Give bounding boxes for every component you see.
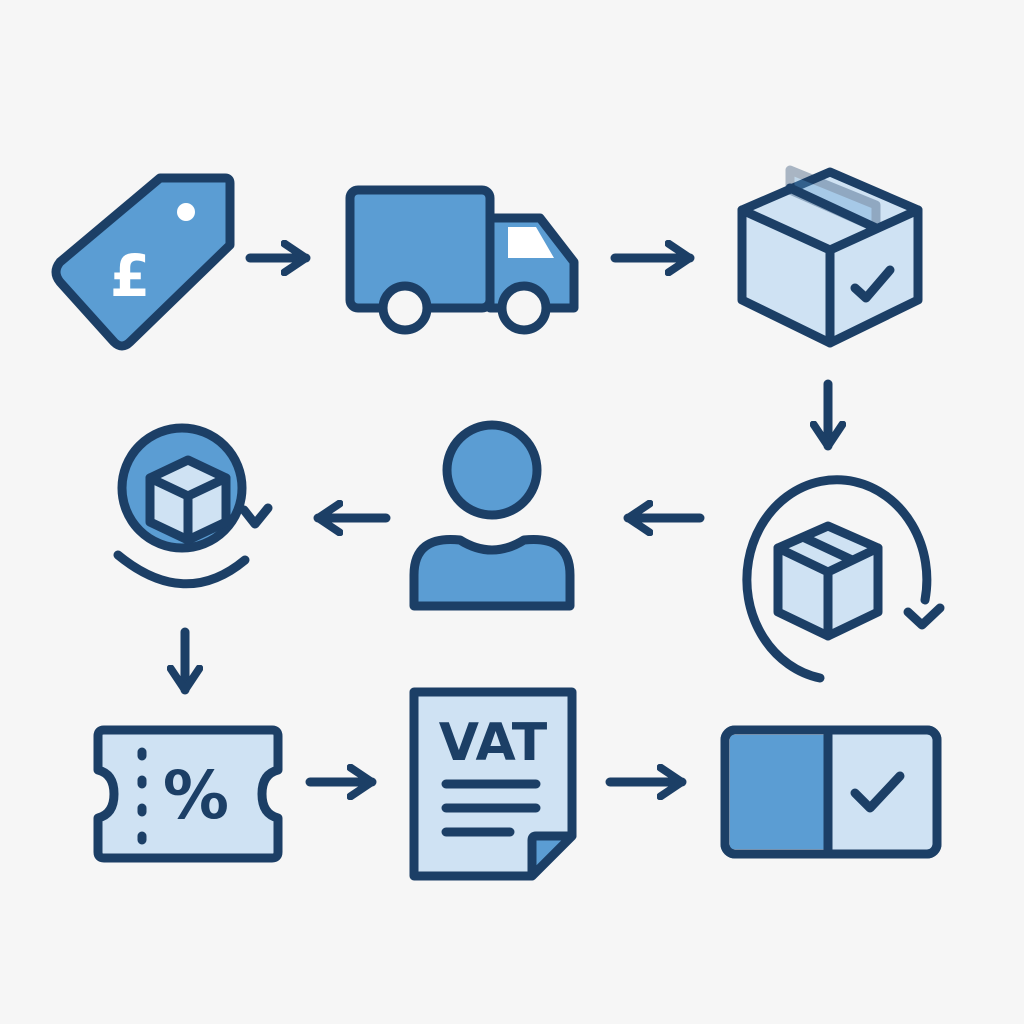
pound-symbol: £: [110, 242, 150, 310]
vat-invoice-icon: VAT: [409, 687, 577, 881]
package-return-cycle-icon: [742, 475, 945, 683]
package-exchange-icon: [113, 423, 273, 589]
delivery-truck-icon: [345, 185, 579, 335]
discount-voucher-icon: %: [93, 725, 283, 863]
vat-label: VAT: [439, 713, 548, 773]
percent-symbol: %: [163, 757, 229, 834]
package-check-icon: [737, 165, 923, 348]
payment-confirmed-card-icon: [720, 725, 942, 859]
customer-person-icon: [409, 420, 575, 611]
price-tag-icon: £: [51, 173, 235, 351]
